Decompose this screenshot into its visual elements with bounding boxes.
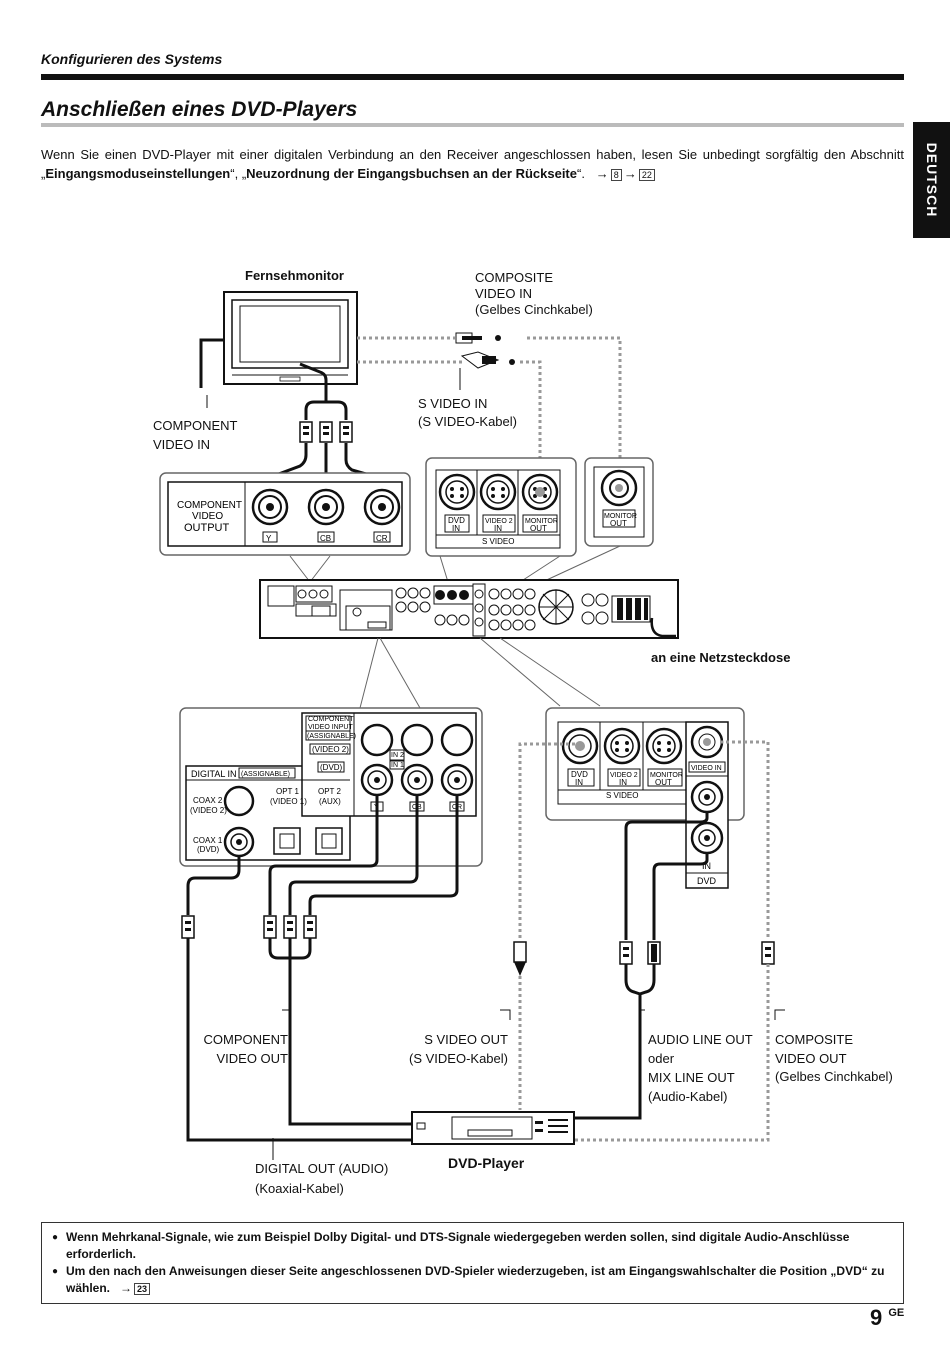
- dvd-player-label: DVD-Player: [448, 1155, 525, 1171]
- svideo-label: OUT: [655, 778, 672, 787]
- svideo-label: IN: [575, 778, 583, 787]
- composite-in-label: COMPOSITE: [475, 270, 554, 285]
- composite-out-label: VIDEO OUT: [775, 1051, 847, 1066]
- svideo-label: OUT: [530, 524, 547, 533]
- tv-icon: [223, 291, 358, 385]
- component-in-label: COMPONENT: [153, 418, 238, 433]
- svideo-label: MONITOR: [650, 772, 683, 779]
- in-label: IN 1: [391, 762, 404, 769]
- svideo-label: IN: [619, 778, 627, 787]
- composite-out-label: COMPOSITE: [775, 1032, 854, 1047]
- svideo-in-label: (S VIDEO-Kabel): [418, 414, 517, 429]
- page-ref: 8: [610, 169, 622, 181]
- in-label: IN 2: [391, 752, 404, 759]
- opt-label: (AUX): [319, 797, 341, 806]
- component-in-label: VIDEO IN: [153, 437, 211, 452]
- svideo-label: MONITOR: [525, 518, 558, 525]
- component-out-label: VIDEO OUT: [216, 1051, 288, 1066]
- jack-label: CR: [376, 534, 388, 543]
- assignable-label: (ASSIGNABLE): [241, 771, 290, 778]
- panel-label: COMPONENT: [177, 500, 242, 511]
- tag-label: (DVD): [320, 763, 343, 772]
- tv-label: Fernsehmonitor: [245, 268, 344, 283]
- svideo-label: VIDEO 2: [610, 772, 638, 779]
- coax-label: COAX 1: [193, 836, 223, 845]
- header-rule: [41, 74, 904, 80]
- opt-label: OPT 1: [276, 787, 300, 796]
- jack-label: CB: [320, 534, 331, 543]
- composite-in-label: VIDEO IN: [475, 286, 533, 301]
- panel-label: VIDEO INPUT: [308, 724, 353, 731]
- digital-in-label: DIGITAL IN: [191, 769, 237, 779]
- svideo-caption: S VIDEO: [606, 791, 638, 800]
- opt-label: OPT 2: [318, 787, 342, 796]
- intro-bold-2: Neuzordnung der Eingangsbuchsen an der R…: [246, 166, 577, 181]
- panel-label: OUTPUT: [184, 522, 230, 534]
- panel-label: COMPONENT: [308, 716, 354, 723]
- jack-label: Y: [266, 534, 272, 543]
- dvd-label: DVD: [697, 876, 717, 886]
- panel-label: VIDEO: [192, 511, 223, 522]
- tag-label: (VIDEO 2): [312, 745, 349, 754]
- page-ref: 22: [638, 169, 655, 181]
- notes-box: Wenn Mehrkanal-Signale, wie zum Beispiel…: [41, 1222, 904, 1304]
- page-number: 9 GE: [870, 1305, 905, 1330]
- digital-out-label: DIGITAL OUT (AUDIO): [255, 1161, 389, 1176]
- page-title: Anschließen eines DVD-Players: [41, 98, 358, 121]
- coax-label: (VIDEO 2): [190, 806, 227, 815]
- svideo-out-label: S VIDEO OUT: [424, 1032, 508, 1047]
- opt-label: (VIDEO 1): [270, 797, 307, 806]
- digital-out-label: (Koaxial-Kabel): [255, 1181, 344, 1196]
- composite-out-label: (Gelbes Cinchkabel): [775, 1069, 893, 1084]
- svideo-out-label: (S VIDEO-Kabel): [409, 1051, 508, 1066]
- intro-paragraph: Wenn Sie einen DVD-Player mit einer digi…: [41, 147, 904, 181]
- panel-label: (ASSIGNABLE): [307, 733, 356, 740]
- section-title: Konfigurieren des Systems: [41, 51, 223, 67]
- component-out-label: COMPONENT: [203, 1032, 289, 1047]
- monitor-out-label: MONITOR: [604, 513, 637, 520]
- svideo-caption: S VIDEO: [482, 537, 514, 546]
- intro-bold-1: Eingangsmoduseinstellungen: [45, 166, 231, 181]
- in-label: IN: [702, 861, 711, 871]
- audio-out-label: MIX LINE OUT: [648, 1070, 735, 1085]
- coax-label: (DVD): [197, 845, 220, 854]
- coax-label: COAX 2: [193, 796, 223, 805]
- note-item: Um den nach den Anweisungen dieser Seite…: [52, 1263, 891, 1297]
- video-in-label: VIDEO IN: [691, 765, 722, 772]
- audio-out-label: oder: [648, 1051, 675, 1066]
- dvd-player-icon: [411, 1111, 575, 1145]
- audio-out-label: AUDIO LINE OUT: [648, 1032, 753, 1047]
- monitor-out-label: OUT: [610, 519, 627, 528]
- audio-out-label: (Audio-Kabel): [648, 1089, 728, 1104]
- svideo-label: DVD: [448, 516, 465, 525]
- page-ref: 23: [134, 1283, 151, 1295]
- svideo-label: IN: [494, 524, 502, 533]
- language-tab: DEUTSCH: [913, 122, 950, 238]
- svideo-label: IN: [452, 524, 460, 533]
- receiver-rear-panel: [259, 579, 679, 639]
- composite-in-label: (Gelbes Cinchkabel): [475, 302, 593, 317]
- power-outlet-label: an eine Netzsteckdose: [651, 650, 791, 665]
- note-item: Wenn Mehrkanal-Signale, wie zum Beispiel…: [52, 1229, 891, 1263]
- svideo-in-label: S VIDEO IN: [418, 396, 488, 411]
- title-rule: [41, 123, 904, 127]
- svideo-label: DVD: [571, 770, 588, 779]
- svideo-label: VIDEO 2: [485, 518, 513, 525]
